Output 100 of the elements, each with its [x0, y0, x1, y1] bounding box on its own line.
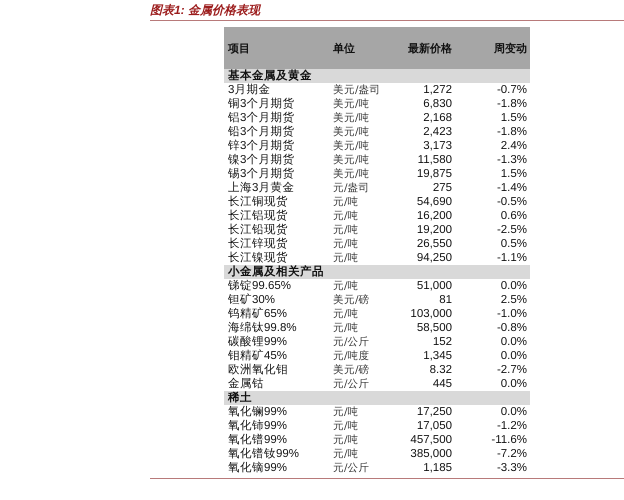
table-cell-text: 元/吨度	[333, 350, 371, 363]
table-cell-text: 3,173	[422, 140, 452, 153]
table-cell-text: 2.4%	[500, 140, 527, 153]
section-heading: 稀土	[228, 391, 252, 404]
table-cell-text: -1.4%	[496, 182, 527, 195]
table-cell-text: 元/吨	[333, 280, 360, 293]
table-cell-text: 0.0%	[500, 280, 527, 293]
table-cell-text: 美元/磅	[333, 294, 371, 307]
table-cell-text: 1.5%	[500, 112, 527, 125]
table-cell-text: 美元/吨	[333, 168, 371, 181]
table-cell-text: 元/吨	[333, 210, 360, 223]
table-cell-text: 美元/磅	[333, 364, 371, 377]
table-cell-text: 锡3个月期货	[228, 168, 296, 181]
table-cell-text: -2.5%	[496, 224, 527, 237]
table-cell-text: -1.2%	[496, 420, 527, 433]
table-cell-text: 元/公斤	[333, 336, 371, 349]
table-cell-text: -1.0%	[496, 308, 527, 321]
table-cell-text: -1.1%	[496, 252, 527, 265]
table-cell-text: 元/公斤	[333, 378, 371, 391]
table-cell-text: 碳酸锂99%	[228, 336, 288, 349]
table-cell-text: 美元/吨	[333, 154, 371, 167]
table-cell-text: 钨精矿65%	[228, 308, 288, 321]
table-cell-text: 上海3月黄金	[228, 182, 296, 195]
table-cell-text: 长江铜现货	[228, 196, 289, 209]
table-cell-text: 铅3个月期货	[228, 126, 296, 139]
table-cell-text: 海绵钛99.8%	[228, 322, 298, 335]
table-cell-text: 11,580	[416, 154, 452, 167]
table-cell-text: 0.0%	[500, 378, 527, 391]
table-cell-text: 钽矿30%	[228, 294, 276, 307]
table-cell-text: 2.5%	[500, 294, 527, 307]
table-cell-text: 445	[432, 378, 452, 391]
section-heading: 基本金属及黄金	[228, 69, 312, 82]
table-cell-text: 元/吨	[333, 196, 360, 209]
table-cell-text: -1.3%	[496, 154, 527, 167]
table-cell-text: 2,423	[422, 126, 452, 139]
column-header: 周变动	[493, 42, 527, 55]
table-cell-text: 元/盎司	[333, 182, 371, 195]
table-cell-text: 1,185	[422, 462, 452, 475]
table-cell-text: 铝3个月期货	[228, 112, 296, 125]
table-cell-text: 美元/吨	[333, 98, 371, 111]
table-cell-text: 26,550	[416, 238, 452, 251]
table-cell-text: 元/吨	[333, 448, 360, 461]
column-header: 项目	[228, 42, 251, 55]
table-cell-text: 19,200	[416, 224, 452, 237]
table-cell-text: 元/吨	[333, 238, 360, 251]
table-cell-text: 美元/盎司	[333, 84, 382, 97]
table-cell-text: 58,500	[416, 322, 452, 335]
table-cell-text: 元/吨	[333, 420, 360, 433]
table-cell-text: 钼精矿45%	[228, 350, 288, 363]
table-cell-text: 385,000	[409, 448, 452, 461]
table-cell-text: 54,690	[416, 196, 452, 209]
chart-title: 图表1: 金属价格表现	[150, 4, 260, 17]
table-cell-text: 3月期金	[228, 84, 272, 97]
table-cell-text: 长江镍现货	[228, 252, 289, 265]
table-cell-text: 美元/吨	[333, 112, 371, 125]
section-heading: 小金属及相关产品	[228, 265, 324, 278]
table-cell-text: 氧化镝99%	[228, 462, 288, 475]
table-cell-text: 94,250	[416, 252, 452, 265]
table-cell-text: -0.7%	[496, 84, 527, 97]
table-cell-text: 152	[432, 336, 452, 349]
table-cell-text: 元/吨	[333, 322, 360, 335]
table-cell-text: -11.6%	[490, 434, 527, 447]
table-cell-text: 金属钴	[228, 378, 265, 391]
table-cell-text: 19,875	[416, 168, 452, 181]
table-cell-text: 0.0%	[500, 336, 527, 349]
table-cell-text: 16,200	[416, 210, 452, 223]
table-cell-text: 17,050	[416, 420, 452, 433]
table-cell-text: 美元/吨	[333, 140, 371, 153]
table-cell-text: 长江铝现货	[228, 210, 289, 223]
table-cell-text: 元/吨	[333, 308, 360, 321]
table-cell-text: -3.3%	[496, 462, 527, 475]
table-cell-text: 氧化镨99%	[228, 434, 288, 447]
table-cell-text: 0.6%	[500, 210, 527, 223]
table-cell-text: 镍3个月期货	[228, 154, 296, 167]
table-cell-text: 氧化镨钕99%	[228, 448, 300, 461]
column-header: 单位	[333, 42, 356, 55]
table-cell-text: 氧化铈99%	[228, 420, 288, 433]
table-cell-text: 1.5%	[500, 168, 527, 181]
table-cell-text: 元/吨	[333, 252, 360, 265]
table-cell-text: 元/公斤	[333, 462, 371, 475]
table-cell-text: 457,500	[409, 434, 452, 447]
table-cell-text: 51,000	[416, 280, 452, 293]
table-cell-text: -0.8%	[496, 322, 527, 335]
table-cell-text: 81	[438, 294, 452, 307]
table-cell-text: 长江铅现货	[228, 224, 289, 237]
table-cell-text: 锑锭99.65%	[228, 280, 292, 293]
table-cell-text: 275	[432, 182, 452, 195]
table-cell-text: 103,000	[409, 308, 452, 321]
table-cell-text: 6,830	[422, 98, 452, 111]
table-cell-text: -0.5%	[496, 196, 527, 209]
table-cell-text: 8.32	[428, 364, 452, 377]
table-cell-text: 元/吨	[333, 434, 360, 447]
table-cell-text: 0.5%	[500, 238, 527, 251]
table-cell-text: 美元/吨	[333, 126, 371, 139]
table-cell-text: 17,250	[416, 406, 452, 419]
table-cell-text: -7.2%	[496, 448, 527, 461]
table-cell-text: 铜3个月期货	[228, 98, 296, 111]
column-header: 最新价格	[407, 42, 452, 55]
table-cell-text: 元/吨	[333, 224, 360, 237]
table-cell-text: 欧洲氧化钼	[228, 364, 289, 377]
